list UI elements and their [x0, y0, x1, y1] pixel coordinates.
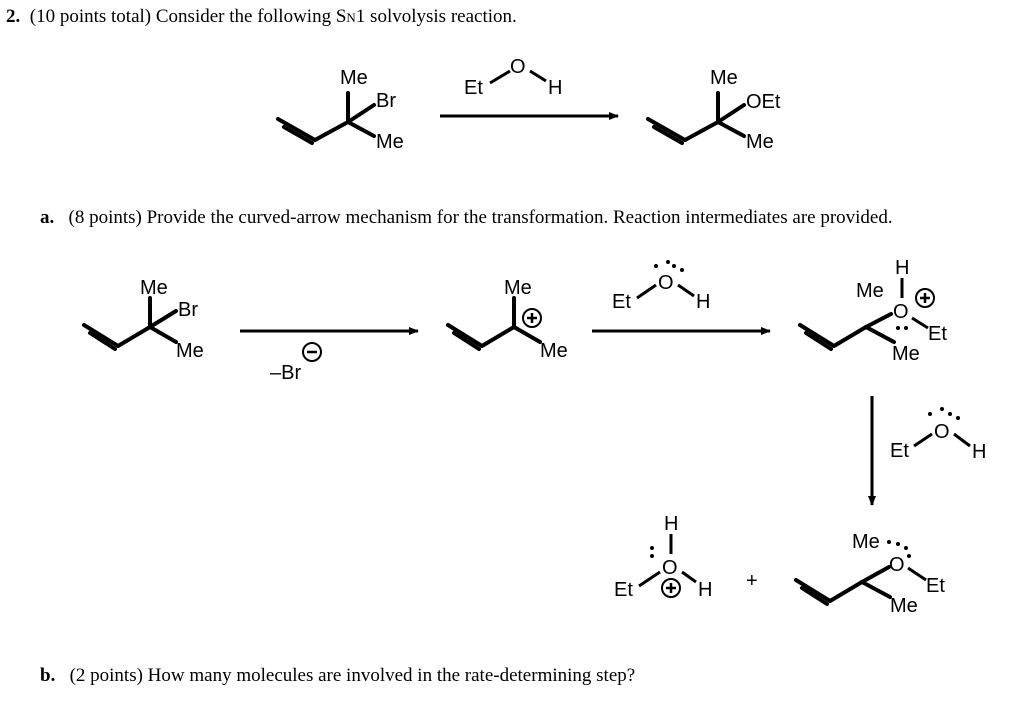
question-number: 2.: [6, 6, 21, 27]
part-a-text: (8 points) Provide the curved-arrow mech…: [68, 207, 893, 228]
oet-label: OEt: [746, 91, 781, 113]
me-label: Me: [504, 277, 532, 299]
neutral-ether-product: Me O Et Me: [794, 531, 945, 617]
et-label: Et: [612, 291, 631, 313]
br-label: Br: [376, 90, 396, 112]
o-label: O: [934, 421, 950, 443]
question-text-end: 1 solvolysis reaction.: [355, 6, 517, 27]
question-line: 2. (10 points total) Consider the follow…: [6, 6, 517, 28]
part-b-line: b. (2 points) How many molecules are inv…: [40, 665, 635, 687]
carbocation-intermediate: Me Me: [446, 277, 568, 362]
starting-material: Me Br Me: [276, 67, 404, 153]
part-b-label: b.: [40, 665, 56, 686]
reagent-ethanol: Et O H: [464, 56, 562, 99]
h-label: H: [696, 291, 710, 313]
nucleophile-ethanol: Et O H: [612, 260, 710, 313]
o-label: O: [889, 554, 905, 576]
h-label: H: [698, 579, 712, 601]
et-label: Et: [890, 440, 909, 462]
me-label: Me: [540, 340, 568, 362]
base-ethanol: Et O H: [890, 407, 986, 463]
o-label: O: [662, 557, 678, 579]
part-a-line: a. (8 points) Provide the curved-arrow m…: [40, 207, 893, 229]
h-label: H: [664, 513, 678, 535]
part-a-label: a.: [40, 207, 55, 228]
h-label: H: [548, 77, 562, 99]
oxonium-intermediate: Me H O Et Me: [798, 257, 947, 365]
o-label: O: [893, 301, 909, 323]
et-label: Et: [614, 579, 633, 601]
h-label: H: [895, 257, 909, 279]
me-label: Me: [710, 67, 738, 89]
h-label: H: [972, 441, 986, 463]
me-label: Me: [892, 343, 920, 365]
product-ether: Me OEt Me: [646, 67, 781, 153]
o-label: O: [658, 272, 674, 294]
plus-sign: +: [746, 570, 758, 592]
question-subscript: N: [346, 10, 356, 25]
me-label: Me: [852, 531, 880, 553]
et-label: Et: [928, 323, 947, 345]
question-text: (10 points total) Consider the following…: [29, 6, 347, 27]
et-label: Et: [926, 575, 945, 597]
me-label: Me: [140, 277, 168, 299]
me-label: Me: [340, 67, 368, 89]
me-label: Me: [856, 280, 884, 302]
protonated-ethanol: H O Et H: [614, 513, 712, 601]
me-label: Me: [746, 131, 774, 153]
et-label: Et: [464, 77, 483, 99]
bromide-leaving-group: –Br: [270, 342, 322, 384]
mechanism-start-alkyl-bromide: Me Br Me: [82, 277, 204, 362]
me-label: Me: [890, 595, 918, 617]
minus-br-label: –Br: [270, 362, 301, 384]
me-label: Me: [376, 131, 404, 153]
part-b-text: (2 points) How many molecules are involv…: [69, 665, 636, 686]
o-label: O: [510, 56, 526, 78]
me-label: Me: [176, 340, 204, 362]
br-label: Br: [178, 299, 198, 321]
